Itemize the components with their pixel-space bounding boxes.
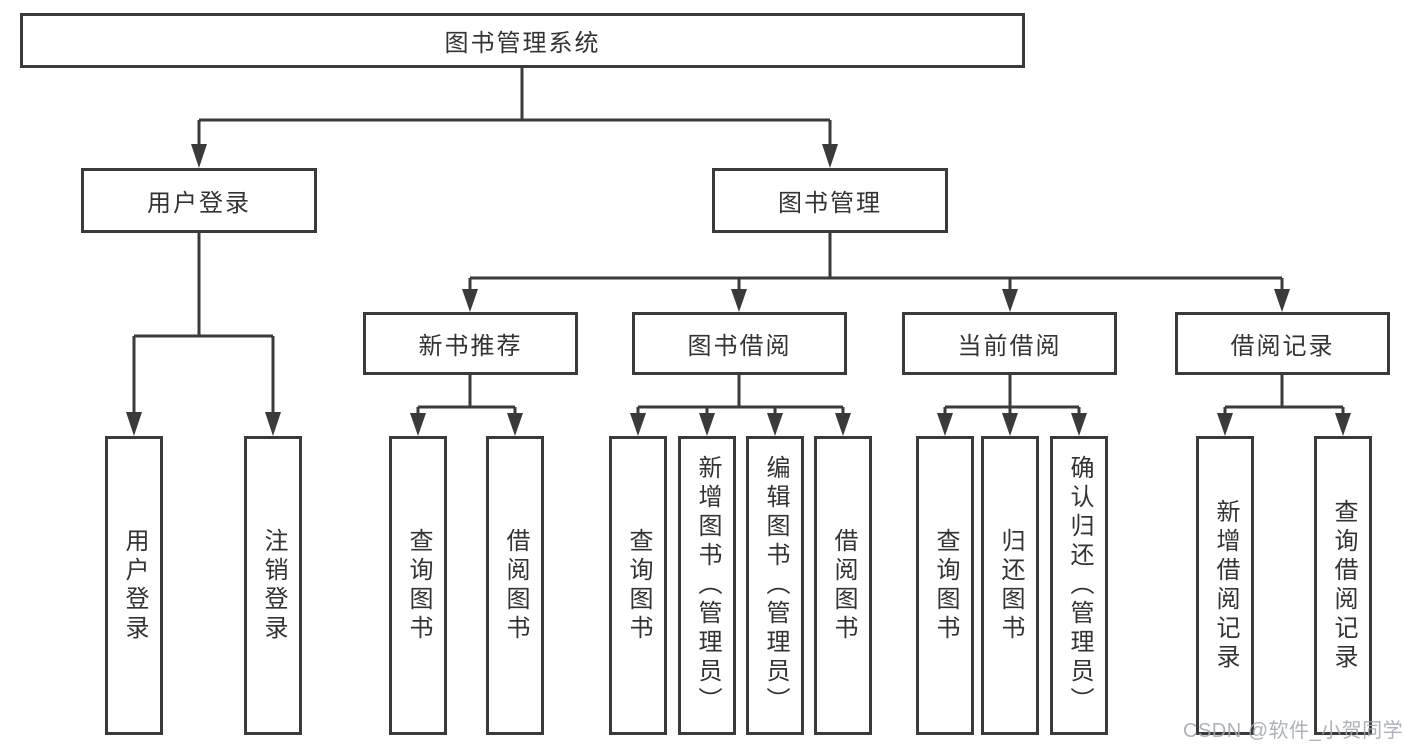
node-book-borrow: 图书借阅	[632, 312, 847, 375]
node-current-borrow: 当前借阅	[902, 312, 1117, 375]
leaf-confirm-return-admin: 确认归还（管理员）	[1050, 436, 1108, 735]
leaf-edit-book-admin: 编辑图书（管理员）	[746, 436, 804, 735]
node-borrow-records: 借阅记录	[1175, 312, 1390, 375]
leaf-login: 用户登录	[105, 436, 163, 735]
leaf-logout: 注销登录	[244, 436, 302, 735]
leaf-query-book-recommend: 查询图书	[389, 436, 447, 735]
node-user-login: 用户登录	[81, 168, 317, 233]
watermark: CSDN @软件_小贺同学	[1183, 720, 1404, 742]
node-root: 图书管理系统	[20, 13, 1025, 68]
leaf-query-book-borrow: 查询图书	[609, 436, 667, 735]
leaf-query-book-current: 查询图书	[916, 436, 974, 735]
leaf-return-book: 归还图书	[981, 436, 1039, 735]
leaf-borrow-book: 借阅图书	[814, 436, 872, 735]
leaf-add-borrow-record: 新增借阅记录	[1196, 436, 1254, 735]
leaf-add-book-admin: 新增图书（管理员）	[678, 436, 736, 735]
leaf-query-borrow-record: 查询借阅记录	[1314, 436, 1372, 735]
arrowhead-icons	[126, 144, 1351, 436]
leaf-borrow-book-recommend: 借阅图书	[486, 436, 544, 735]
node-new-book-recommend: 新书推荐	[363, 312, 578, 375]
node-book-management: 图书管理	[712, 168, 948, 233]
